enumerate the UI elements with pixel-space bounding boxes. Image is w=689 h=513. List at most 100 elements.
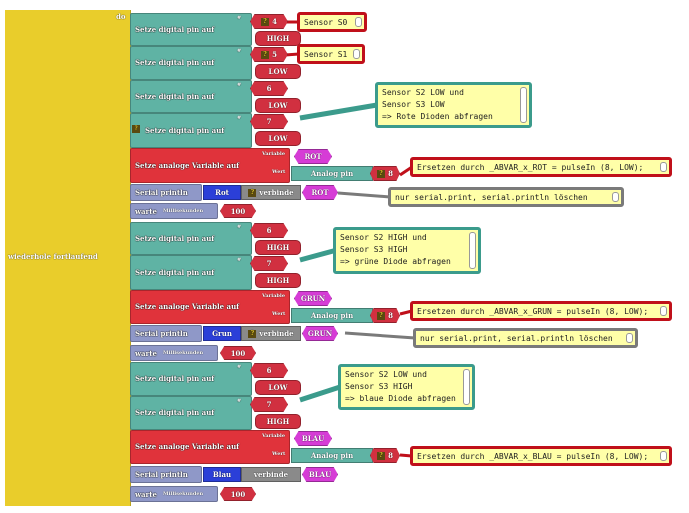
help-icon[interactable]: ? bbox=[248, 188, 257, 197]
help-icon[interactable]: ? bbox=[261, 50, 270, 59]
pin-number[interactable]: ?4 bbox=[250, 14, 288, 29]
wait-block[interactable] bbox=[130, 345, 218, 361]
analog-pin-block[interactable]: Analog pin bbox=[291, 308, 373, 323]
digital-write-block[interactable] bbox=[130, 222, 252, 255]
set-analog-variable-block[interactable] bbox=[130, 290, 290, 324]
verbinde-block[interactable]: ?verbinde bbox=[241, 326, 301, 341]
help-icon[interactable]: ? bbox=[248, 329, 257, 338]
pin-hash-label: # bbox=[237, 115, 242, 121]
comment-10[interactable]: Ersetzen durch _ABVAR_x_BLAU = pulseIn (… bbox=[410, 446, 672, 466]
digital-write-block[interactable] bbox=[130, 13, 252, 46]
println-text[interactable]: Blau bbox=[203, 467, 241, 482]
value-label: Wert bbox=[272, 311, 286, 317]
serial-println-block[interactable] bbox=[130, 325, 202, 342]
loop-block[interactable] bbox=[5, 10, 131, 506]
help-icon[interactable]: ? bbox=[377, 311, 386, 320]
pin-value[interactable]: HIGH bbox=[255, 414, 301, 429]
pin-number[interactable]: ?5 bbox=[250, 47, 288, 62]
pin-value[interactable]: HIGH bbox=[255, 31, 301, 46]
digital-write-block[interactable] bbox=[130, 255, 252, 290]
block-label: Setze analoge Variable auf bbox=[135, 160, 240, 170]
verbinde-block[interactable]: ?verbinde bbox=[241, 185, 301, 200]
block-label: Serial println bbox=[135, 188, 188, 197]
block-label: Setze digital pin auf bbox=[135, 267, 215, 277]
block-label: warte bbox=[135, 349, 157, 358]
comment-4[interactable]: Ersetzen durch _ABVAR_x_ROT = pulseIn (8… bbox=[410, 157, 672, 177]
analog-pin-block[interactable]: Analog pin bbox=[291, 448, 373, 463]
comment-connector bbox=[299, 248, 336, 263]
pin-number[interactable]: 6 bbox=[250, 81, 288, 96]
serial-println-block[interactable] bbox=[130, 184, 202, 201]
pin-number[interactable]: 6 bbox=[250, 223, 288, 238]
pin-value[interactable]: LOW bbox=[255, 98, 301, 113]
loop-label: wiederhole fortlaufend bbox=[8, 252, 98, 261]
digital-write-block[interactable] bbox=[130, 113, 252, 148]
milliseconds-label: Millisekunden bbox=[163, 350, 204, 356]
serial-println-block[interactable] bbox=[130, 466, 202, 483]
comment-2[interactable]: Sensor S1 bbox=[297, 44, 365, 64]
println-variable[interactable]: GRUN bbox=[302, 326, 338, 341]
comment-6[interactable]: Sensor S2 HIGH und Sensor S3 HIGH => grü… bbox=[333, 227, 481, 274]
pin-hash-label: # bbox=[237, 398, 242, 404]
set-analog-variable-block[interactable] bbox=[130, 430, 290, 464]
analog-pin-block[interactable]: Analog pin bbox=[291, 166, 373, 181]
pin-hash-label: # bbox=[237, 364, 242, 370]
variable-name[interactable]: GRUN bbox=[294, 291, 332, 306]
pin-value[interactable]: LOW bbox=[255, 380, 301, 395]
comment-5[interactable]: nur serial.print, serial.println löschen bbox=[388, 187, 624, 207]
wait-milliseconds[interactable]: 100 bbox=[220, 204, 256, 218]
block-label: Setze digital pin auf bbox=[135, 408, 215, 417]
digital-write-block[interactable] bbox=[130, 362, 252, 396]
wait-milliseconds[interactable]: 100 bbox=[220, 487, 256, 501]
variable-name[interactable]: ROT bbox=[294, 149, 332, 164]
help-icon[interactable]: ? bbox=[377, 451, 386, 460]
comment-7[interactable]: Ersetzen durch _ABVAR_x_GRUN = pulseIn (… bbox=[410, 301, 672, 321]
println-variable[interactable]: BLAU bbox=[302, 467, 338, 482]
block-label: Setze digital pin auf bbox=[135, 91, 215, 101]
println-variable[interactable]: ROT bbox=[302, 185, 338, 200]
pin-number[interactable]: 7 bbox=[250, 397, 288, 412]
pin-number[interactable]: 7 bbox=[250, 114, 288, 129]
analog-pin-number[interactable]: ?8 bbox=[370, 166, 400, 181]
analog-pin-number[interactable]: ?8 bbox=[370, 448, 400, 463]
comment-connector bbox=[299, 384, 341, 403]
wait-milliseconds[interactable]: 100 bbox=[220, 346, 256, 360]
pin-value[interactable]: HIGH bbox=[255, 240, 301, 255]
help-icon[interactable]: ? bbox=[132, 125, 140, 133]
println-text[interactable]: Grun bbox=[203, 326, 241, 341]
variable-name[interactable]: BLAU bbox=[294, 431, 332, 446]
comment-connector bbox=[337, 191, 391, 199]
block-label: warte bbox=[135, 490, 157, 499]
pin-hash-label: # bbox=[237, 257, 242, 263]
digital-write-block[interactable] bbox=[130, 46, 252, 80]
println-text[interactable]: Rot bbox=[203, 185, 241, 200]
variable-label: Variable bbox=[262, 433, 286, 439]
set-analog-variable-block[interactable] bbox=[130, 148, 290, 183]
help-icon[interactable]: ? bbox=[377, 169, 386, 178]
wait-block[interactable] bbox=[130, 486, 218, 502]
verbinde-block[interactable]: verbinde bbox=[241, 467, 301, 482]
comment-1[interactable]: Sensor S0 bbox=[297, 12, 367, 32]
digital-write-block[interactable] bbox=[130, 80, 252, 113]
comment-9[interactable]: Sensor S2 LOW und Sensor S3 HIGH => blau… bbox=[338, 364, 475, 410]
pin-number[interactable]: 6 bbox=[250, 363, 288, 378]
pin-value[interactable]: HIGH bbox=[255, 273, 301, 288]
help-icon[interactable]: ? bbox=[261, 17, 270, 26]
block-label: Setze analoge Variable auf bbox=[135, 442, 240, 451]
pin-number[interactable]: 7 bbox=[250, 256, 288, 271]
value-label: Wert bbox=[272, 451, 286, 457]
help-badge[interactable]: ? bbox=[132, 115, 141, 133]
wait-block[interactable] bbox=[130, 203, 218, 219]
analog-pin-number[interactable]: ?8 bbox=[370, 308, 400, 323]
variable-label: Variable bbox=[262, 293, 286, 299]
block-label: Serial println bbox=[135, 470, 188, 479]
pin-value[interactable]: LOW bbox=[255, 131, 301, 146]
comment-3[interactable]: Sensor S2 LOW und Sensor S3 LOW => Rote … bbox=[375, 82, 532, 128]
digital-write-block[interactable] bbox=[130, 396, 252, 430]
pin-value[interactable]: LOW bbox=[255, 64, 301, 79]
do-label: do bbox=[116, 12, 126, 21]
variable-label: Variable bbox=[262, 151, 286, 157]
block-label: Serial println bbox=[135, 329, 188, 338]
comment-8[interactable]: nur serial.print, serial.println löschen bbox=[413, 328, 638, 348]
